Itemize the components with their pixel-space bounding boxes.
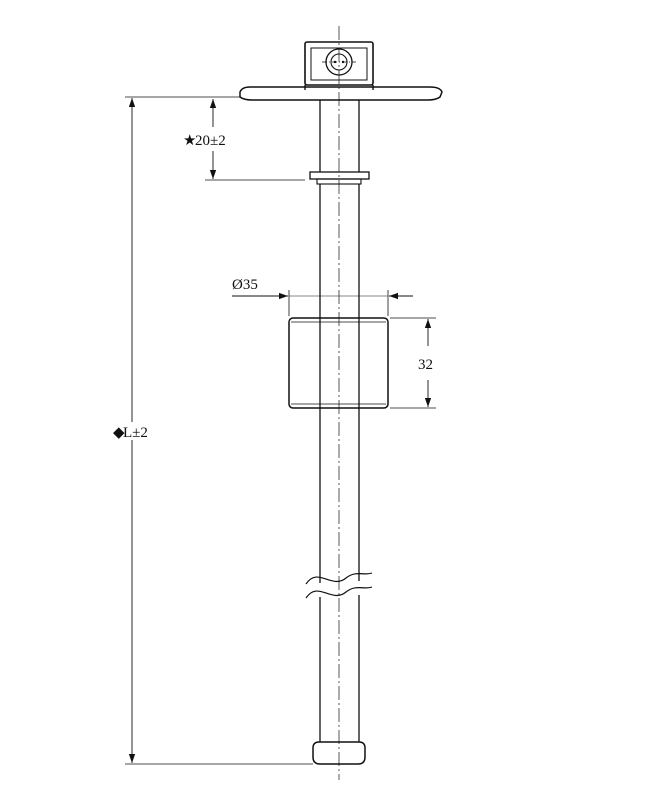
float-height-label: 32 — [418, 357, 433, 373]
total-length-dimension: ◆ L±2 — [112, 96, 313, 765]
main-stem — [319, 184, 360, 742]
upper-stem — [319, 100, 360, 172]
float-height-dimension: 32 — [390, 317, 436, 409]
top-offset-label: 20±2 — [195, 133, 226, 149]
stop-collar — [309, 171, 370, 185]
total-length-symbol: ◆ — [113, 425, 125, 441]
mounting-flange — [239, 86, 443, 101]
end-cap — [312, 741, 366, 765]
total-length-label: L±2 — [123, 425, 148, 441]
float — [288, 317, 389, 409]
top-offset-symbol: ★ — [183, 133, 196, 149]
top-offset-dimension: ★ 20±2 — [183, 99, 305, 181]
float-diameter-dimension: Ø35 — [232, 277, 413, 316]
break-mark — [305, 572, 373, 599]
float-diameter-label: Ø35 — [232, 277, 258, 293]
